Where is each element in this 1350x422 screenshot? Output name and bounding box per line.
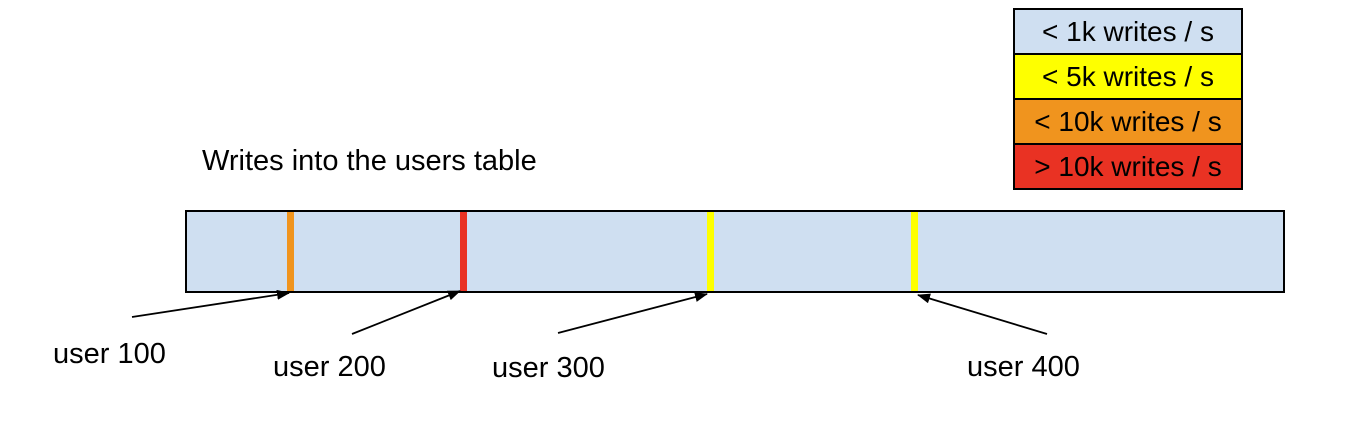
- arrow-user-300: [557, 292, 708, 334]
- label-user-100: user 100: [53, 338, 166, 370]
- hotspot-stripe-user-100: [287, 212, 294, 291]
- label-user-400: user 400: [967, 351, 1080, 383]
- arrow-user-200: [351, 290, 461, 335]
- legend-item-lt-1k: < 1k writes / s: [1013, 8, 1243, 55]
- hotspot-stripe-user-300: [707, 212, 714, 291]
- legend-item-label: < 5k writes / s: [1042, 60, 1214, 92]
- legend-item-label: < 10k writes / s: [1034, 105, 1222, 137]
- legend-item-gt-10k: > 10k writes / s: [1013, 143, 1243, 190]
- legend-item-label: > 10k writes / s: [1034, 150, 1222, 182]
- legend-item-lt-10k: < 10k writes / s: [1013, 98, 1243, 145]
- legend-item-lt-5k: < 5k writes / s: [1013, 53, 1243, 100]
- label-user-300: user 300: [492, 352, 605, 384]
- hotspot-stripe-user-400: [911, 212, 918, 291]
- legend: < 1k writes / s < 5k writes / s < 10k wr…: [1013, 8, 1243, 190]
- arrow-user-100: [131, 289, 290, 318]
- label-user-200: user 200: [273, 351, 386, 383]
- legend-item-label: < 1k writes / s: [1042, 15, 1214, 47]
- arrow-user-400: [917, 293, 1048, 335]
- diagram-title: Writes into the users table: [202, 145, 537, 177]
- hotspot-stripe-user-200: [460, 212, 467, 291]
- users-table-bar: [185, 210, 1285, 293]
